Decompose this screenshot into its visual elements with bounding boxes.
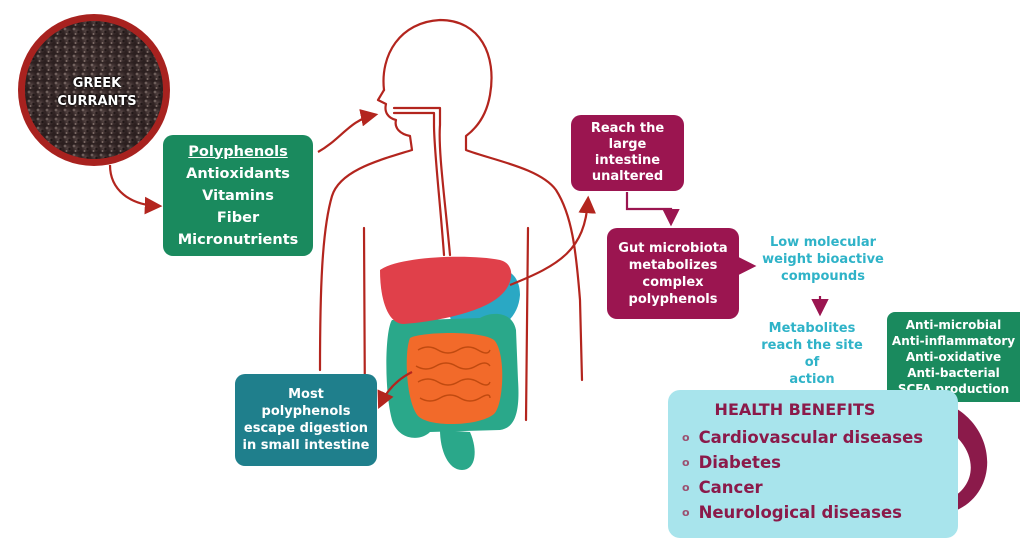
bioactive-effects-box: Anti-microbial Anti-inflammatory Anti-ox… (887, 312, 1020, 402)
currants-label-line: CURRANTS (52, 93, 142, 111)
text-line: weight bioactive (753, 251, 893, 268)
nutrient-item: Micronutrients (178, 229, 299, 251)
arrow-intestine-to-reach (510, 200, 588, 285)
metabolites-text: Metabolites reach the site of action (752, 320, 872, 388)
box-line: escape digestion (244, 420, 368, 437)
low-molecular-weight-text: Low molecular weight bioactive compounds (753, 234, 893, 285)
box-line: polyphenols (262, 403, 351, 420)
text-line: Metabolites (752, 320, 872, 337)
effect-item: Anti-bacterial (907, 365, 1000, 381)
nutrient-item: Vitamins (202, 185, 274, 207)
benefit-label: Cancer (699, 478, 763, 497)
text-line: action (752, 371, 872, 388)
bullet-icon: o (682, 506, 690, 519)
list-item: o Cardiovascular diseases (682, 425, 958, 450)
benefit-label: Diabetes (699, 453, 781, 472)
currants-label: GREEK CURRANTS (52, 75, 142, 111)
small-intestine-shape (407, 333, 503, 424)
box-line: Reach the (591, 121, 664, 137)
box-line: intestine (595, 153, 660, 169)
health-benefits-panel: HEALTH BENEFITS o Cardiovascular diseases… (668, 390, 958, 538)
nutrient-item: Polyphenols (188, 141, 287, 163)
bullet-icon: o (682, 456, 690, 469)
bullet-icon: o (682, 481, 690, 494)
effect-item: Anti-oxidative (906, 349, 1001, 365)
effect-item: Anti-microbial (906, 317, 1001, 333)
digestive-organs (380, 257, 520, 470)
box-line: in small intestine (243, 437, 370, 454)
arrow-nutrients-to-mouth (318, 115, 374, 152)
nutrients-box: Polyphenols Antioxidants Vitamins Fiber … (163, 135, 313, 256)
list-item: o Neurological diseases (682, 500, 958, 525)
colon-tail-shape (440, 430, 475, 470)
box-line: complex (642, 274, 703, 291)
currants-label-line: GREEK (52, 75, 142, 93)
box-line: Most (288, 386, 324, 403)
list-item: o Cancer (682, 475, 958, 500)
reach-large-intestine-box: Reach the large intestine unaltered (571, 115, 684, 191)
box-line: Gut microbiota (618, 240, 727, 257)
effect-item: Anti-inflammatory (892, 333, 1015, 349)
benefit-label: Neurological diseases (699, 503, 902, 522)
text-line: compounds (753, 268, 893, 285)
list-item: o Diabetes (682, 450, 958, 475)
nutrient-item: Antioxidants (186, 163, 290, 185)
arrow-currants-to-nutrients (110, 165, 158, 206)
box-line: metabolizes (629, 257, 718, 274)
text-line: reach the site of (752, 337, 872, 371)
box-line: polyphenols (629, 291, 718, 308)
health-benefits-title: HEALTH BENEFITS (682, 400, 958, 419)
gut-microbiota-box: Gut microbiota metabolizes complex polyp… (607, 228, 739, 319)
arrow-reach-to-microbiota (627, 192, 671, 222)
box-line: unaltered (592, 169, 663, 185)
escape-digestion-box: Most polyphenols escape digestion in sma… (235, 374, 377, 466)
box-line: large (609, 137, 647, 153)
text-line: Low molecular (753, 234, 893, 251)
bullet-icon: o (682, 431, 690, 444)
nutrient-item: Fiber (217, 207, 259, 229)
benefit-label: Cardiovascular diseases (699, 428, 924, 447)
